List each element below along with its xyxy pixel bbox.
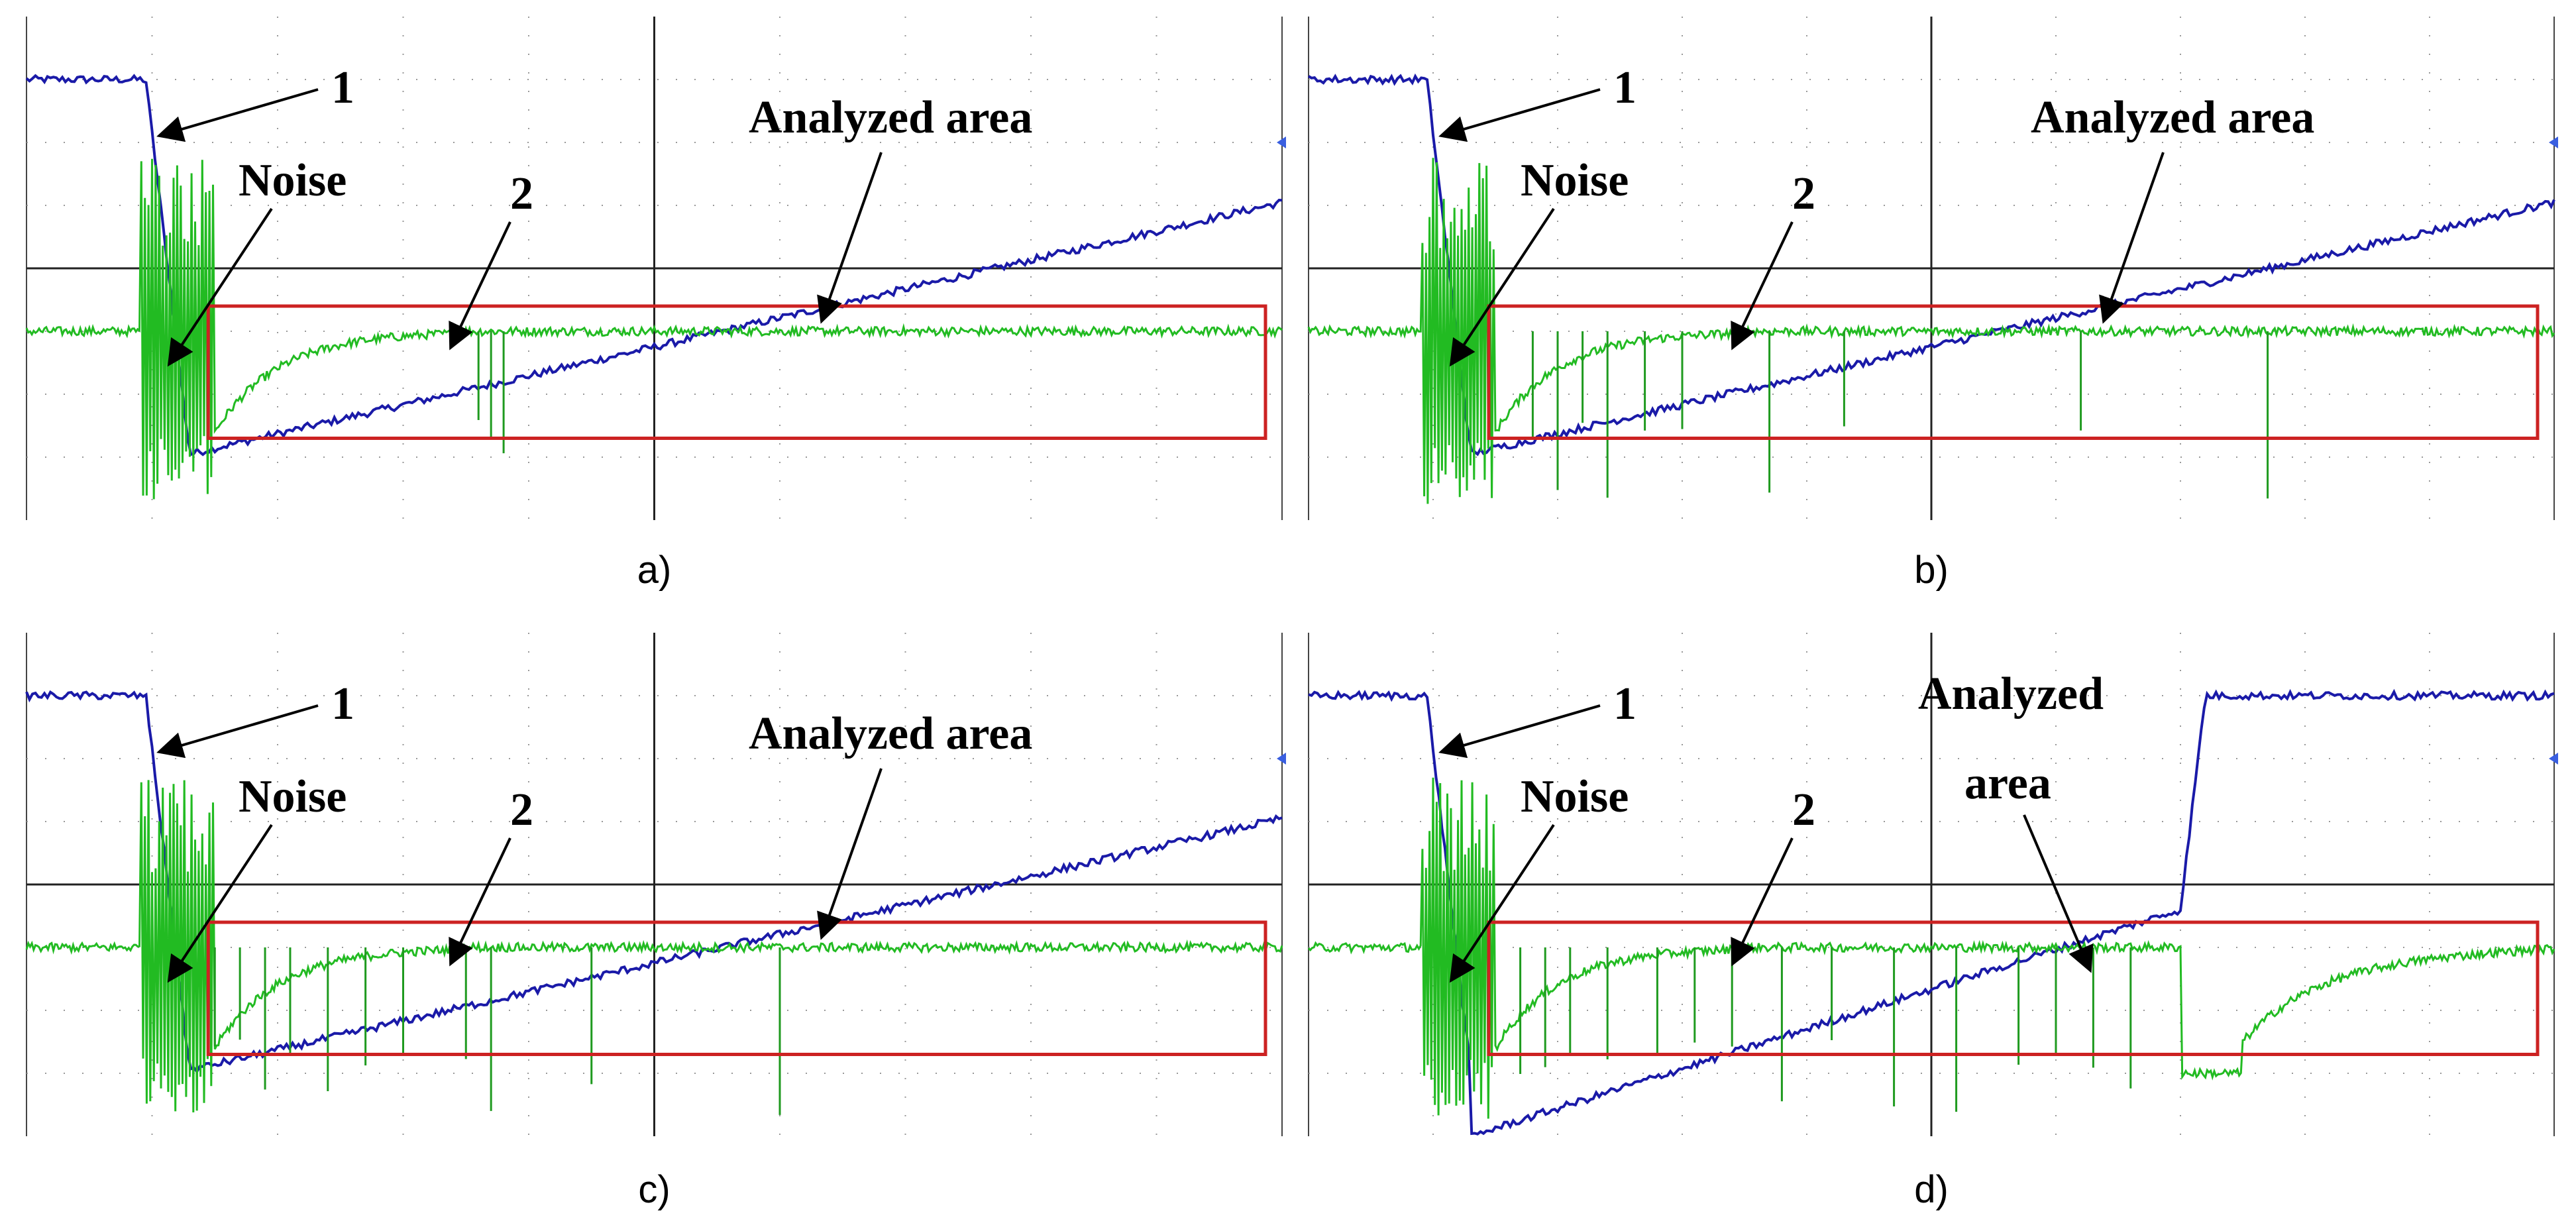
label-analyzed-area: Analyzed area (749, 708, 1032, 759)
label-analyzed-area-line2: area (1964, 758, 2051, 809)
panel-caption: c) (638, 1168, 670, 1211)
arrow-trace-2 (1731, 837, 1794, 967)
trigger-level-marker (1277, 753, 1286, 765)
trace-1-line (25, 74, 1283, 456)
trace-2-line (1307, 158, 2555, 504)
arrow-analyzed-area (2099, 152, 2165, 324)
arrow-trace-2 (449, 837, 511, 967)
trigger-level-marker (2549, 136, 2558, 148)
label-trace-2: 2 (510, 784, 533, 835)
arrow-trace-1 (1438, 704, 1601, 759)
trace-1-line (1308, 688, 2555, 1136)
arrow-noise (167, 207, 273, 367)
arrow-noise (1449, 824, 1555, 983)
trigger-level-marker (2549, 753, 2558, 765)
analyzed-area-box (1487, 304, 2540, 440)
arrow-analyzed-area (817, 152, 883, 324)
trace-2-line (25, 158, 1283, 500)
trace-2-line (1307, 777, 2555, 1119)
label-analyzed-area: Analyzed area (749, 92, 1032, 143)
trace-1-line (25, 690, 1283, 1075)
arrow-analyzed-area (817, 768, 883, 940)
trigger-level-marker (1277, 136, 1286, 148)
label-noise: Noise (239, 155, 347, 206)
label-trace-2: 2 (1792, 168, 1815, 219)
label-noise: Noise (239, 771, 347, 822)
label-trace-2: 2 (1792, 784, 1815, 835)
arrow-trace-1 (1438, 88, 1601, 142)
arrow-noise (167, 824, 273, 983)
arrow-analyzed-area (2023, 814, 2094, 973)
label-noise: Noise (1521, 155, 1629, 206)
arrow-trace-1 (156, 88, 319, 142)
label-trace-1: 1 (1613, 62, 1637, 113)
label-trace-1: 1 (331, 678, 354, 729)
panel-caption: d) (1914, 1168, 1949, 1211)
panel-caption: a) (637, 549, 672, 592)
arrow-trace-1 (156, 704, 319, 759)
arrow-trace-2 (1731, 221, 1794, 350)
label-trace-1: 1 (1613, 678, 1637, 729)
panel-caption: b) (1914, 549, 1949, 592)
analyzed-area-box (1487, 920, 2540, 1056)
label-noise: Noise (1521, 771, 1629, 822)
trace-1-line (1307, 73, 2555, 456)
arrow-trace-2 (449, 221, 511, 350)
label-analyzed-area: Analyzed area (2031, 92, 2314, 143)
label-trace-2: 2 (510, 168, 533, 219)
trace-2-line (25, 780, 1283, 1113)
label-trace-1: 1 (331, 62, 354, 113)
arrow-noise (1449, 207, 1555, 367)
label-analyzed-area-line1: Analyzed (1918, 668, 2104, 720)
analyzed-area-box (206, 920, 1267, 1056)
analyzed-area-box (206, 304, 1267, 440)
